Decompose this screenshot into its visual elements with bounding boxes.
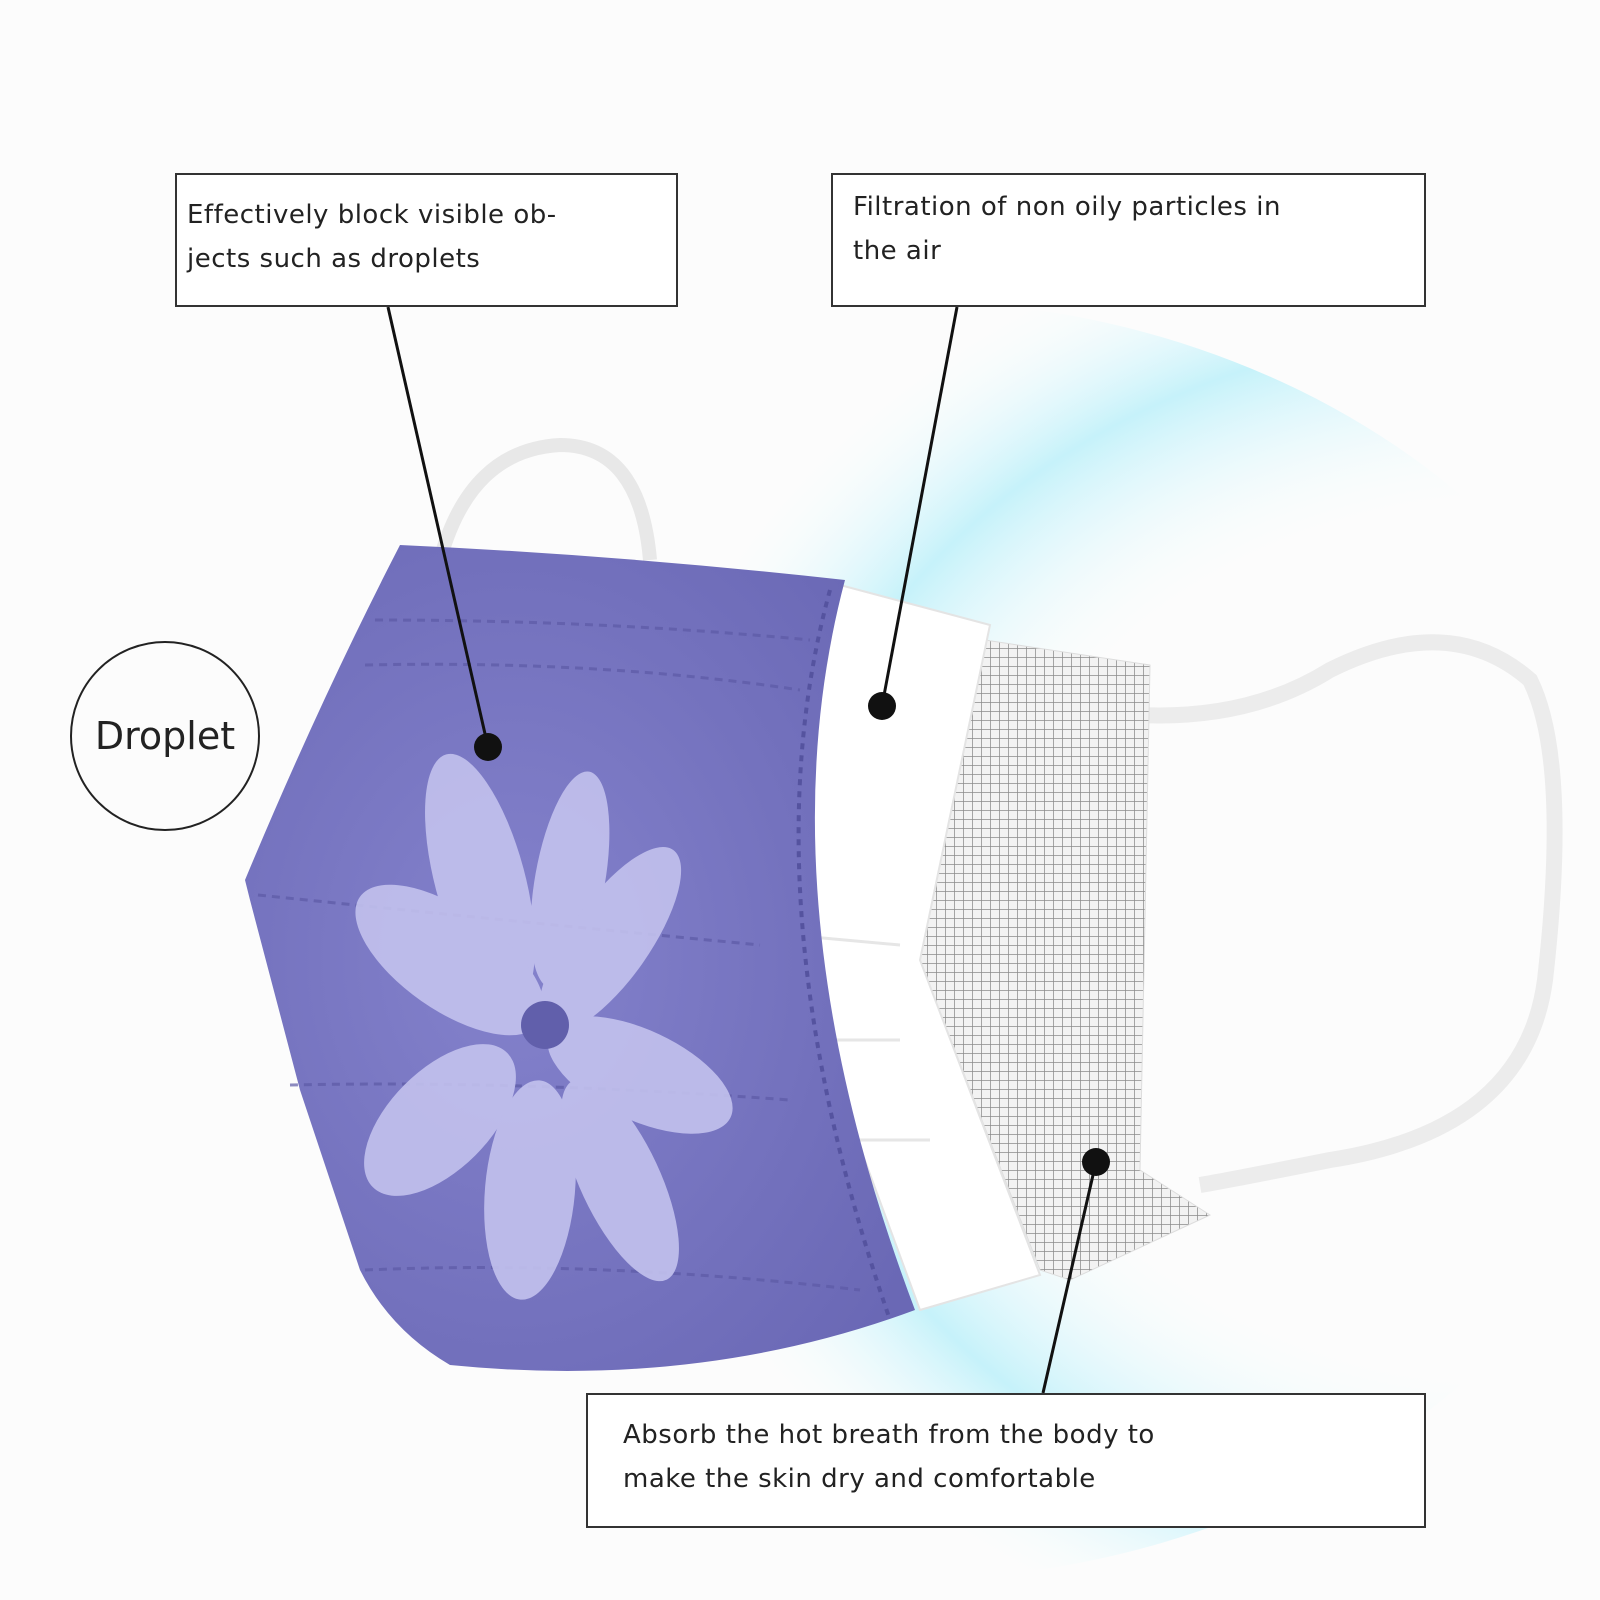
callout-inner-layer: Absorb the hot breath from the body to m… — [586, 1393, 1426, 1528]
leader-dot-inner — [1082, 1148, 1110, 1176]
ear-loop-top — [433, 437, 657, 562]
leader-dot-middle — [868, 692, 896, 720]
leader-line-middle — [880, 306, 959, 707]
droplet-label-text: Droplet — [94, 714, 236, 758]
leader-line-outer — [386, 306, 490, 748]
ear-loop-right — [1139, 634, 1563, 1193]
leader-line-inner — [1041, 1161, 1098, 1394]
droplet-label: Droplet — [70, 641, 260, 831]
leader-dot-outer — [474, 733, 502, 761]
callout-outer-layer: Effectively block visible ob- jects such… — [175, 173, 678, 307]
callout-middle-layer: Filtration of non oily particles in the … — [831, 173, 1426, 307]
flower-print — [355, 753, 733, 1300]
